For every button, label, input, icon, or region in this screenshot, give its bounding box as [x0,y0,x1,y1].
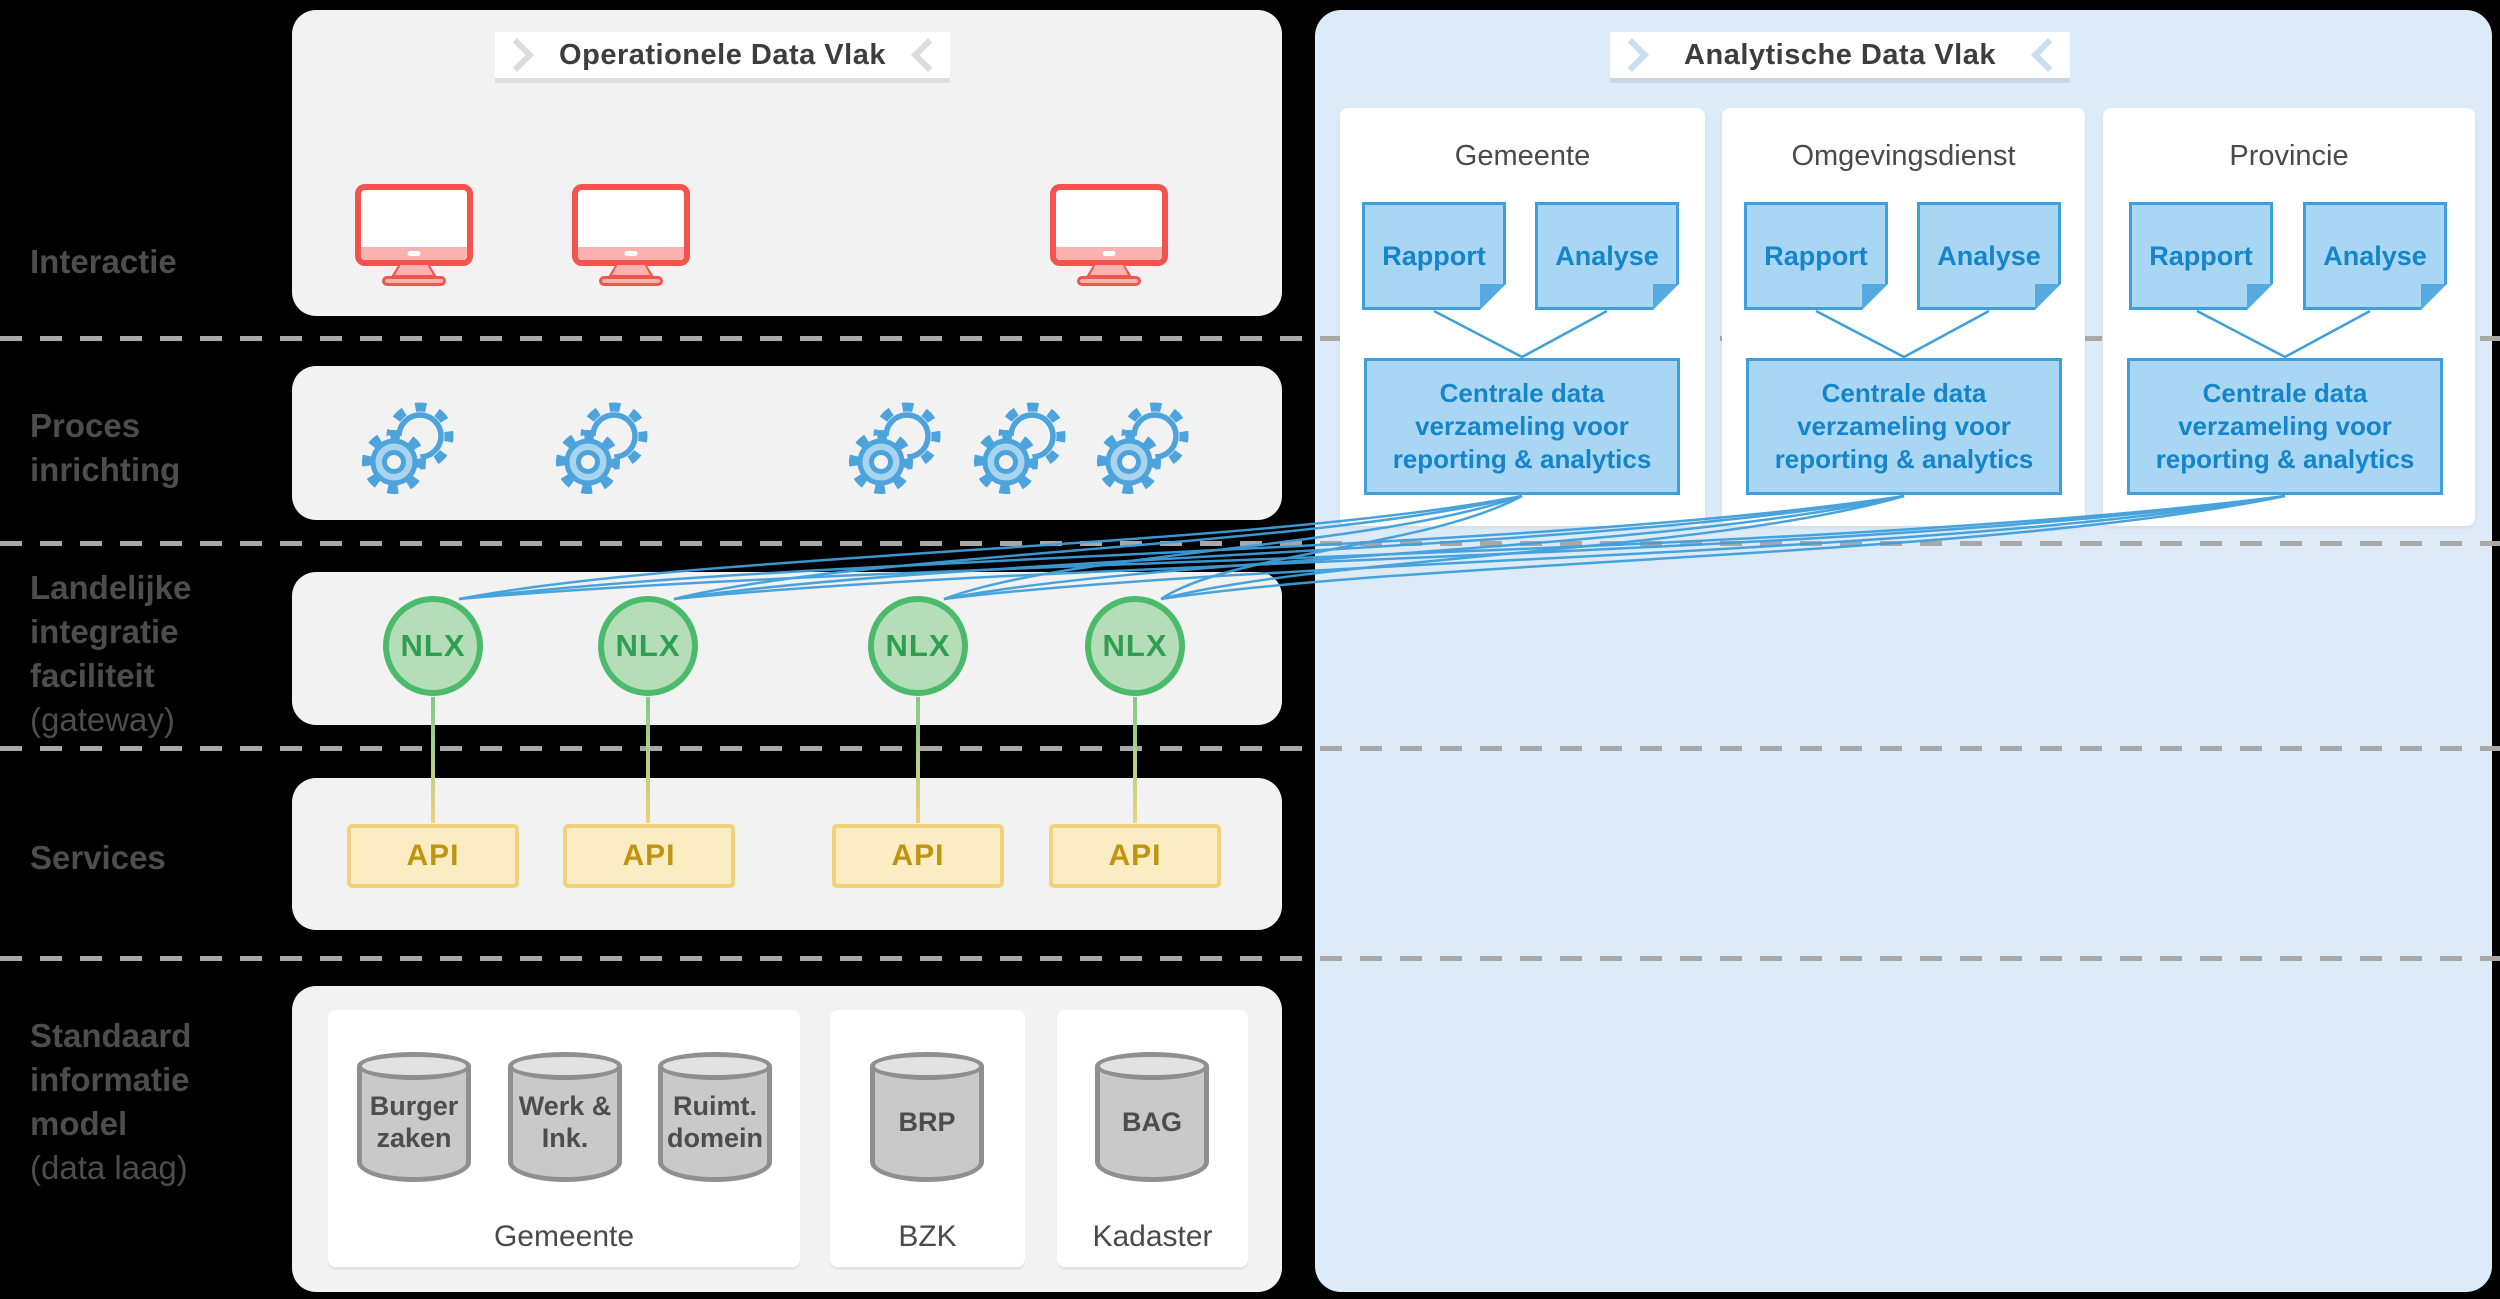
layer-label-services: Services [30,836,260,880]
monitor-icon [355,184,473,286]
note-label: Rapport [1382,240,1486,271]
api-box: API [832,824,1004,888]
api-label: API [1108,839,1162,872]
monitor-icon [572,184,690,286]
separator-dashed-line [0,541,2500,546]
note-label: Analyse [1937,240,2041,271]
rapport-note-icon: Rapport [1744,202,1888,310]
layer-title: Landelijke integratie faciliteit [30,569,192,694]
database-label: BRP [898,1107,956,1137]
gears-icon [972,400,1072,500]
api-box: API [347,824,519,888]
analytics-card-title: Provincie [2229,140,2349,172]
monitor-base [599,276,663,286]
analyse-note-icon: Analyse [2303,202,2447,310]
monitor-stand [1086,265,1132,277]
monitor-screen [572,184,690,266]
banner-operational: Operationele Data Vlak [495,32,950,78]
banner-analytical-label: Analytische Data Vlak [1684,38,1996,71]
database-cylinder-icon: Burger zaken [357,1052,471,1182]
gears-icon [554,400,654,500]
banner-operational-label: Operationele Data Vlak [559,38,886,71]
chevron-left-icon [2031,38,2065,72]
central-data-box: Centrale data verzameling voor reporting… [2127,358,2443,495]
note-label: Rapport [2149,240,2253,271]
rapport-note-icon: Rapport [2129,202,2273,310]
layer-title: Proces inrichting [30,407,181,488]
analytics-card-omgevingsdienst: Omgevingsdienst Rapport Analyse Centrale… [1722,108,2085,526]
note-label: Analyse [1555,240,1659,271]
nlx-label: NLX [885,628,951,663]
nlx-node: NLX [1085,596,1185,696]
data-group-caption: BZK [898,1220,957,1253]
monitor-base [382,276,446,286]
database-cylinder-icon: BAG [1095,1052,1209,1182]
data-group-caption: Kadaster [1092,1220,1213,1253]
monitor-stand [391,265,437,277]
nlx-node: NLX [598,596,698,696]
layer-label-datamodel: Standaard informatie model (data laag) [30,1014,260,1190]
database-label: Burger zaken [369,1091,459,1153]
layer-title: Interactie [30,243,177,280]
database-cylinder-icon: Werk & Ink. [508,1052,622,1182]
rapport-note-icon: Rapport [1362,202,1506,310]
database-label: Werk & Ink. [518,1091,612,1153]
api-label: API [891,839,945,872]
note-label: Analyse [2323,240,2427,271]
analytics-card-provincie: Provincie Rapport Analyse Centrale data … [2103,108,2475,526]
layer-label-proces: Proces inrichting [30,404,260,492]
analytics-card-gemeente: Gemeente Rapport Analyse Centrale data v… [1340,108,1705,526]
layer-title: Standaard informatie model [30,1017,192,1142]
chevron-left-icon [911,38,945,72]
layer-title: Services [30,839,166,876]
gears-icon [1095,400,1195,500]
database-cylinder-icon: Ruimt. domein [658,1052,772,1182]
analyse-note-icon: Analyse [1535,202,1679,310]
layer-label-interactie: Interactie [30,240,260,284]
monitor-screen [355,184,473,266]
api-label: API [406,839,460,872]
note-label: Rapport [1764,240,1868,271]
nlx-node: NLX [383,596,483,696]
analyse-note-icon: Analyse [1917,202,2061,310]
gears-icon [847,400,947,500]
separator-dashed-line [0,956,2500,961]
banner-analytical: Analytische Data Vlak [1610,32,2070,78]
database-cylinder-icon: BRP [870,1052,984,1182]
nlx-label: NLX [1102,628,1168,663]
data-group-caption: Gemeente [493,1220,635,1253]
monitor-stand [608,265,654,277]
database-label: Ruimt. domein [666,1091,763,1153]
analytics-card-title: Gemeente [1454,140,1591,172]
api-label: API [622,839,676,872]
monitor-icon [1050,184,1168,286]
analytics-card-title: Omgevingsdienst [1791,140,2016,172]
monitor-screen [1050,184,1168,266]
nlx-node: NLX [868,596,968,696]
central-data-box: Centrale data verzameling voor reporting… [1746,358,2062,495]
nlx-label: NLX [400,628,466,663]
separator-dashed-line [0,336,2500,341]
layer-subtitle: (gateway) [30,701,175,738]
central-data-box: Centrale data verzameling voor reporting… [1364,358,1680,495]
api-box: API [1049,824,1221,888]
layer-label-gateway: Landelijke integratie faciliteit (gatewa… [30,566,260,742]
separator-dashed-line [0,746,2500,751]
api-box: API [563,824,735,888]
nlx-label: NLX [615,628,681,663]
layer-subtitle: (data laag) [30,1149,188,1186]
database-label: BAG [1122,1107,1182,1137]
monitor-base [1077,276,1141,286]
gears-icon [360,400,460,500]
